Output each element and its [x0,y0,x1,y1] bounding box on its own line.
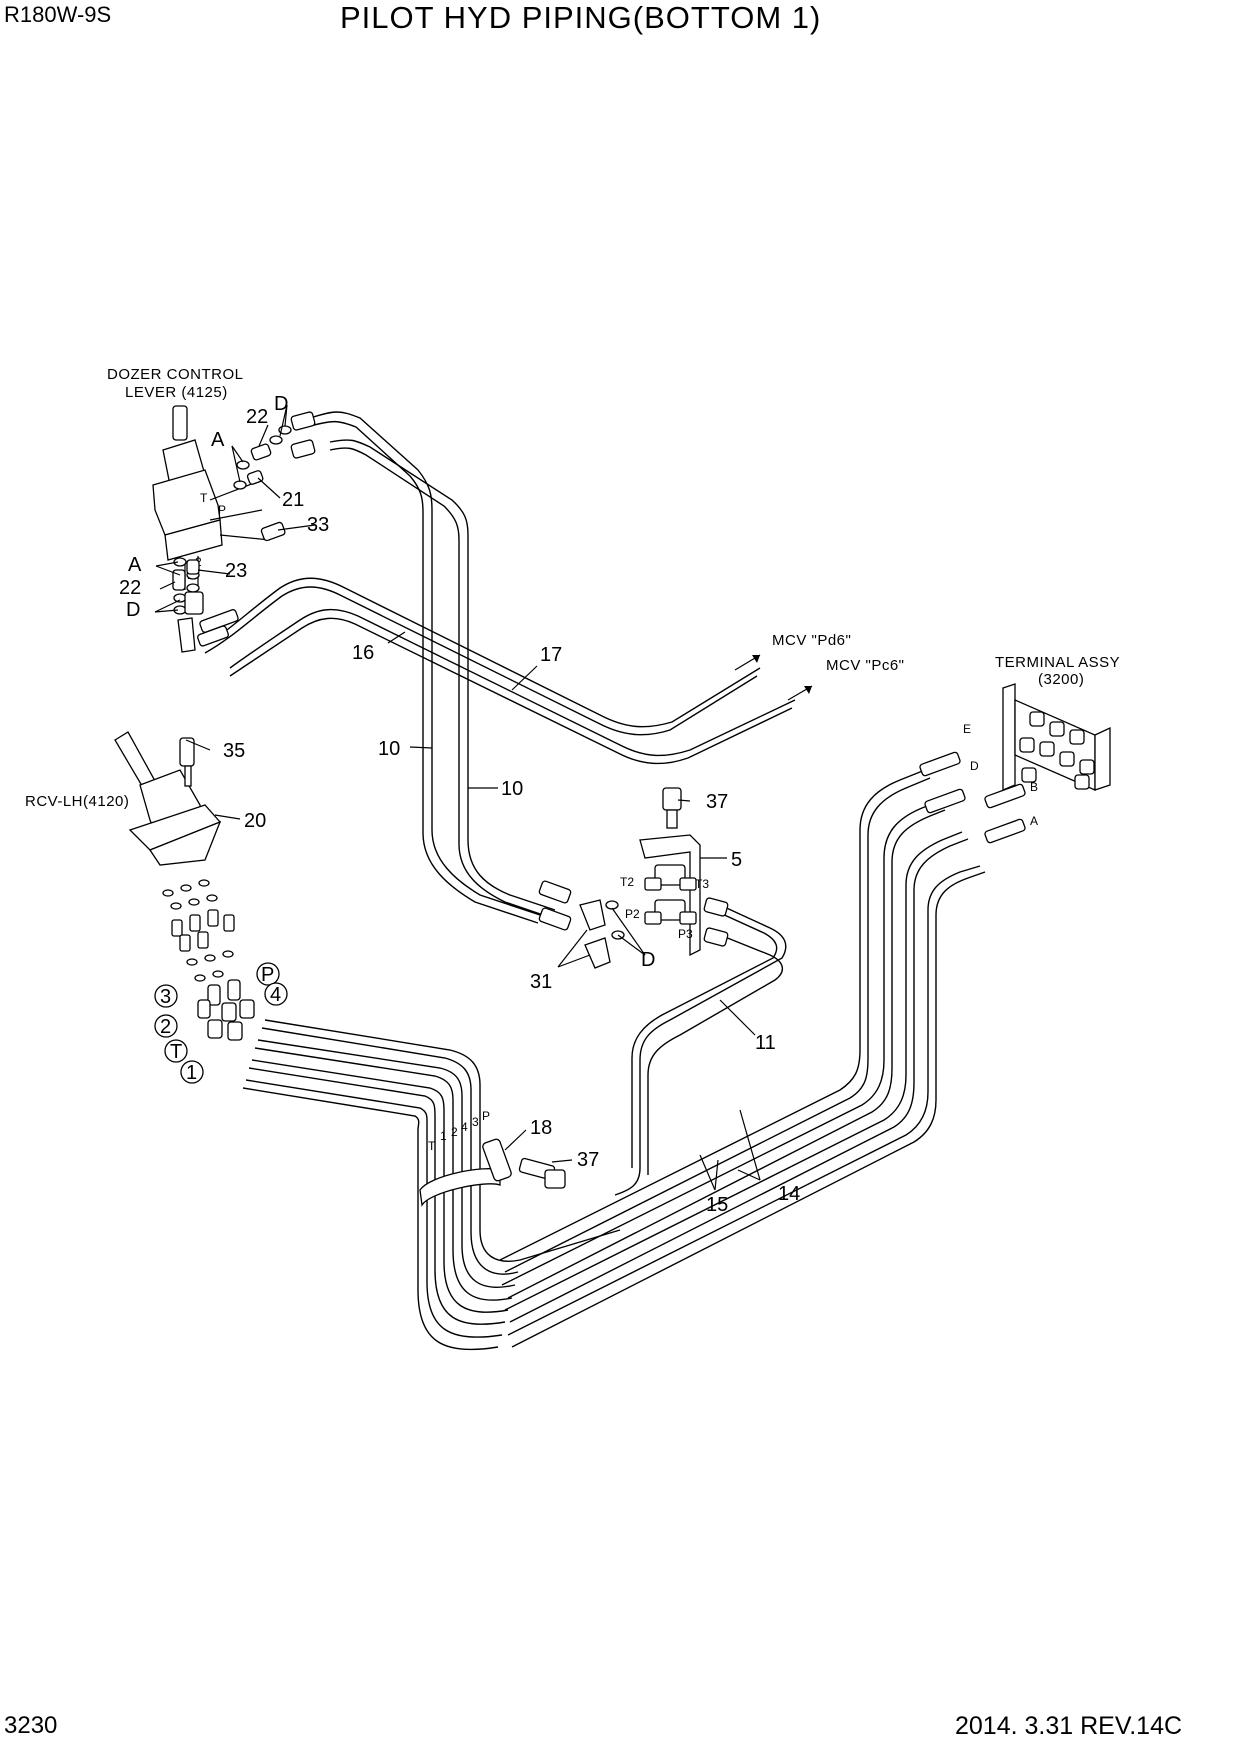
callout-35: 35 [223,740,245,762]
rcv-port-fittings [162,879,255,1041]
callout-37-top: 37 [706,791,728,813]
port-callout-2: 2 [160,1016,171,1038]
manifold-block [639,787,729,957]
mcv-pc6-label: MCV "Pc6" [826,657,905,674]
callout-d-low: D [641,949,655,971]
dozer-lever-label: LEVER (4125) [125,384,228,401]
dozer-control-lever [152,405,271,590]
callout-11: 11 [755,1032,776,1054]
callout-10-left: 10 [378,738,400,760]
callout-d-top: D [274,393,288,415]
terminal-port-b: B [1030,780,1038,794]
dozer-control-label: DOZER CONTROL [107,366,244,383]
hose-label-1: 1 [440,1129,447,1143]
callout-33: 33 [307,514,329,536]
elbow-fittings-31 [538,880,625,969]
callout-15: 15 [706,1194,728,1216]
callout-18: 18 [530,1117,552,1139]
callout-22-mid: 22 [119,577,141,599]
callout-37-bot: 37 [577,1149,599,1171]
port-callout-4: 4 [270,984,281,1006]
revision-date: 2014. 3.31 REV.14C [955,1712,1183,1740]
terminal-port-e: E [963,722,971,736]
callout-10-right: 10 [501,778,523,800]
callout-d-mid: D [126,599,140,621]
hose-label-4: 4 [461,1120,468,1134]
callout-5: 5 [731,849,742,871]
port-callout-1: 1 [186,1062,197,1084]
terminal-assy [1002,683,1111,791]
callout-21: 21 [282,489,304,511]
callout-20: 20 [244,810,266,832]
terminal-assy-label: TERMINAL ASSY [995,654,1120,671]
callout-23: 23 [225,560,247,582]
callout-14: 14 [778,1183,800,1205]
dozer-fittings [172,411,316,653]
hose-label-t: T [428,1139,436,1153]
rcv-lh-unit [114,731,222,866]
terminal-code-label: (3200) [1038,671,1084,688]
hose-label-3: 3 [472,1115,479,1129]
page-number: 3230 [4,1712,58,1739]
terminal-port-d: D [970,759,979,773]
terminal-hose-ends [919,751,1026,844]
pipe-10 [309,411,556,924]
rcv-lh-label: RCV-LH(4120) [25,793,129,810]
hose-clamp [419,1138,566,1207]
pipe-16-17 [204,577,796,765]
callout-17: 17 [540,644,562,666]
rcv-hose-bundle [242,1019,621,1351]
callout-a-mid: A [128,554,142,576]
callout-16: 16 [352,642,374,664]
mcv-pd6-label: MCV "Pd6" [772,632,851,649]
manifold-port-t3: T3 [695,877,709,891]
hose-label-2: 2 [451,1125,458,1139]
port-callout-t: T [170,1041,182,1063]
mcv-arrows [734,654,813,701]
page-title: PILOT HYD PIPING(BOTTOM 1) [340,0,822,35]
pipe-14-15 [499,769,986,1348]
circled-port-callouts [154,962,288,1084]
manifold-port-p3: P3 [678,927,693,941]
lever-port-t: T [200,491,208,505]
port-callout-3: 3 [160,986,171,1008]
lever-port-p: P [218,503,226,517]
hose-label-p: P [482,1109,490,1123]
leader-lines [154,404,761,1191]
terminal-port-a: A [1030,814,1038,828]
port-callout-p: P [261,964,274,986]
callout-22-top: 22 [246,406,268,428]
manifold-port-t2: T2 [620,875,634,889]
callout-31: 31 [530,971,552,993]
model-code: R180W-9S [4,2,112,27]
manifold-port-p2: P2 [625,907,640,921]
callout-a-top: A [211,429,225,451]
